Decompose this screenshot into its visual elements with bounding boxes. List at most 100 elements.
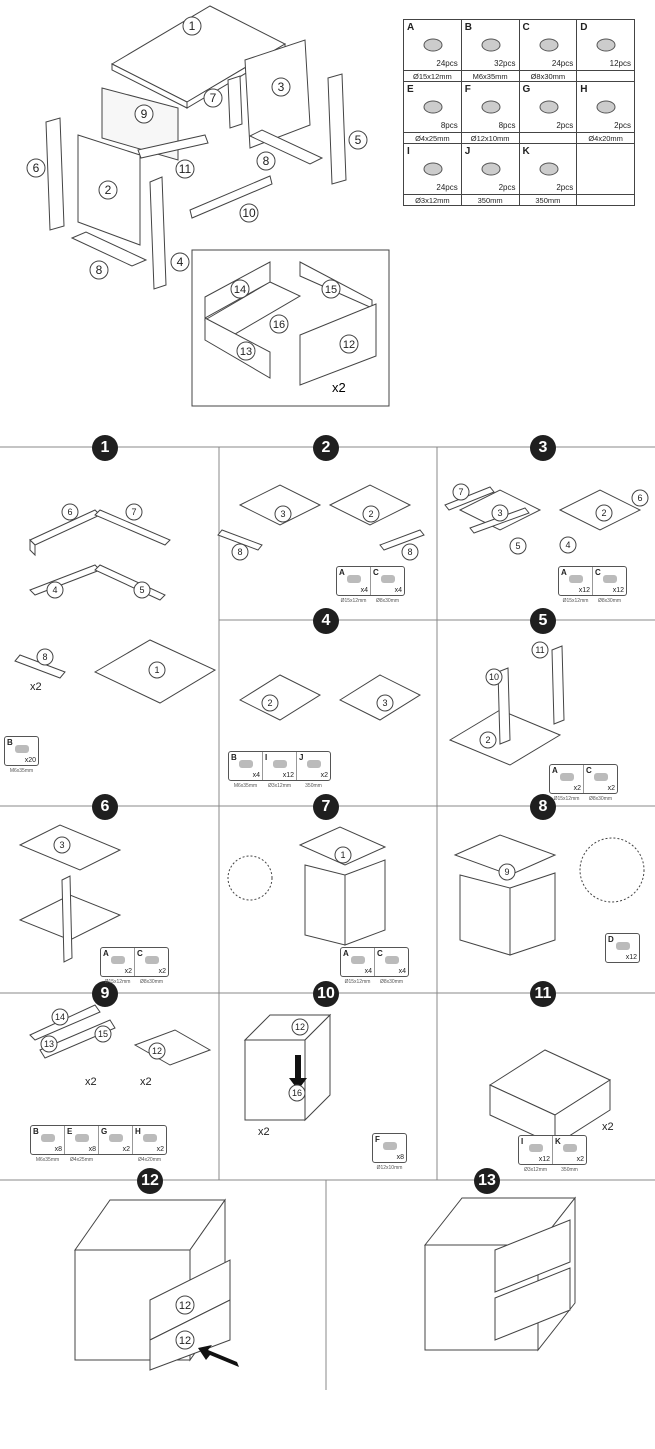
step-part-label: 6: [637, 493, 642, 503]
hardware-icon: [239, 760, 253, 768]
hardware-qty: x2: [156, 1146, 164, 1153]
hardware-qty: x12: [282, 772, 294, 779]
hardware-letter: E: [67, 1127, 73, 1136]
step-part-label: 7: [458, 487, 463, 497]
part-label: 9: [141, 107, 148, 121]
part-letter: E: [407, 84, 414, 95]
insert-arrow-icon: [198, 1345, 239, 1367]
hardware-letter: C: [595, 568, 601, 577]
step-part-label: 7: [131, 507, 136, 517]
hardware-letter: A: [339, 568, 345, 577]
step-part-label: 5: [139, 585, 144, 595]
hardware-size: Ø3x12mm: [267, 783, 292, 789]
part-letter: B: [464, 22, 472, 33]
hardware-letter: A: [552, 766, 558, 775]
cam-bolt-icon: [481, 38, 501, 52]
hardware-qty: x2: [573, 785, 581, 792]
hardware-size: Ø12x10mm: [376, 1165, 403, 1171]
hardware-qty: x20: [24, 757, 36, 764]
hardware-letter: A: [561, 568, 567, 577]
drawer-part-label: 14: [234, 284, 246, 296]
hardware-qty: x4: [398, 968, 406, 975]
part-letter: F: [464, 84, 471, 95]
step-part-label: 13: [44, 1039, 54, 1049]
hardware-letter: F: [375, 1135, 380, 1144]
hardware-icon: [307, 760, 321, 768]
step-number: 10: [313, 981, 339, 1007]
hardware-size: Ø15x12mm: [104, 979, 131, 985]
quantity-label: x2: [30, 681, 42, 693]
part-label: 2: [105, 183, 112, 197]
part-label: 6: [33, 161, 40, 175]
hardware-icon: [109, 1134, 123, 1142]
part-quantity: 2pcs: [498, 183, 516, 192]
small-nail-icon: [596, 38, 616, 52]
hardware-qty: x2: [320, 772, 328, 779]
hardware-icon: [594, 773, 608, 781]
part-size: 350mm: [518, 194, 578, 206]
hardware-icon: [385, 956, 399, 964]
part-quantity: 24pcs: [436, 59, 458, 68]
step-part-label: 11: [535, 645, 544, 655]
part-label: 7: [210, 91, 217, 105]
drawer-part-label: 12: [343, 339, 355, 351]
part-letter: C: [522, 22, 530, 33]
part-label: 3: [278, 80, 285, 94]
hardware-qty: x12: [625, 954, 637, 961]
hardware-icon: [381, 575, 395, 583]
hardware-qty: x2: [122, 1146, 130, 1153]
hardware-letter: B: [231, 753, 237, 762]
quantity-label: x2: [258, 1126, 270, 1138]
hardware-size: Ø3x12mm: [523, 1167, 548, 1173]
step-part-label: 1: [340, 850, 345, 860]
part-quantity: 32pcs: [494, 59, 516, 68]
hardware-qty: x12: [538, 1156, 550, 1163]
hardware-icon: [273, 760, 287, 768]
hardware-letter: D: [608, 935, 614, 944]
step-number: 4: [313, 608, 339, 634]
part-letter: J: [464, 146, 471, 157]
hardware-letter: H: [135, 1127, 141, 1136]
hardware-size: Ø15x12mm: [344, 979, 371, 985]
hardware-letter: K: [555, 1137, 561, 1146]
hardware-letter: I: [265, 753, 268, 762]
step-part-label: 8: [237, 547, 242, 557]
hardware-letter: A: [343, 949, 349, 958]
step-number: 12: [137, 1168, 163, 1194]
step-part-label: 12: [179, 1300, 191, 1312]
hardware-icon: [41, 1134, 55, 1142]
step-number: 3: [530, 435, 556, 461]
step-part-label: 3: [382, 698, 387, 708]
hardware-icon: [616, 942, 630, 950]
hardware-size: Ø4x25mm: [69, 1157, 94, 1163]
part-quantity: 24pcs: [436, 183, 458, 192]
hardware-qty: x2: [124, 968, 132, 975]
drawer-qty: x2: [332, 380, 346, 395]
hardware-qty: x12: [612, 587, 624, 594]
step-part-label: 16: [292, 1088, 302, 1098]
drawer-slide-icon: [539, 162, 558, 176]
part-label: 10: [242, 206, 256, 220]
hardware-letter: C: [377, 949, 383, 958]
step-part-label: 4: [52, 585, 57, 595]
hardware-letter: B: [33, 1127, 39, 1136]
hardware-icon: [563, 1144, 577, 1152]
quantity-label: x2: [140, 1076, 152, 1088]
step-part-label: 6: [67, 507, 72, 517]
